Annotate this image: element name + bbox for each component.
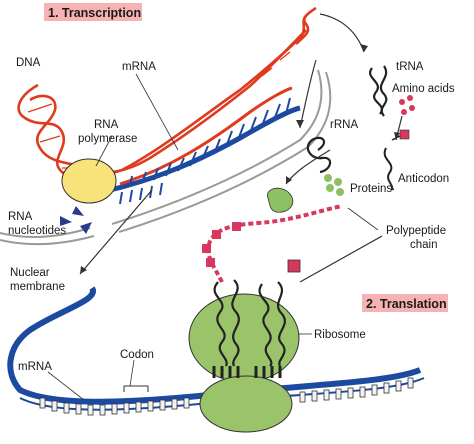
ribosome-subunit <box>267 187 294 213</box>
dna-helix <box>17 6 317 181</box>
rna-nucleotides <box>60 206 92 234</box>
trna-on-ribosome <box>213 279 286 367</box>
transcription-title: 1. Transcription <box>48 6 141 20</box>
rrna-squiggle <box>306 136 332 174</box>
label-ribosome: Ribosome <box>314 329 366 341</box>
codon-ticks <box>39 377 414 416</box>
codon-bracket <box>123 385 149 392</box>
anticodon-bases-ribosome <box>212 366 282 378</box>
label-codon: Codon <box>120 349 154 361</box>
free-trna <box>369 65 388 117</box>
amino-acid-dots <box>399 95 415 115</box>
label-proteins: Proteins <box>350 183 392 195</box>
nuclear-membrane <box>0 69 332 246</box>
process-arrows <box>79 13 403 283</box>
label-nuclear-membrane-line2: membrane <box>10 281 65 293</box>
label-polypeptide-line1: Polypeptide <box>386 225 446 237</box>
label-trna: tRNA <box>396 61 424 73</box>
label-rna-polymerase-line1: RNA <box>94 119 119 131</box>
label-mrna-top: mRNA <box>122 61 156 73</box>
transcription-title-box <box>44 3 142 21</box>
label-rna-nucleotides-line2: nucleotides <box>8 225 66 237</box>
label-dna: DNA <box>16 57 41 69</box>
label-rna-nucleotides-line1: RNA <box>8 211 33 223</box>
rna-polymerase <box>61 158 117 204</box>
mrna-top-bases <box>129 97 291 187</box>
protein-dots <box>324 174 344 196</box>
translation-title: 2. Translation <box>366 297 447 311</box>
incoming-amino-acid <box>287 259 301 273</box>
label-nuclear-membrane-line1: Nuclear <box>10 267 50 279</box>
label-mrna-bottom: mRNA <box>18 361 52 373</box>
label-amino-acids: Amino acids <box>392 83 455 95</box>
translation-title-box <box>362 294 448 312</box>
label-rrna: rRNA <box>330 119 358 131</box>
arrowheads <box>80 44 400 274</box>
label-anticodon: Anticodon <box>398 173 449 185</box>
polypeptide-chain <box>202 204 343 283</box>
label-rna-polymerase-line2: polymerase <box>78 133 137 145</box>
leader-lines <box>47 73 395 401</box>
mrna-strand-top <box>109 86 301 205</box>
label-polypeptide-line2: chain <box>410 239 438 251</box>
